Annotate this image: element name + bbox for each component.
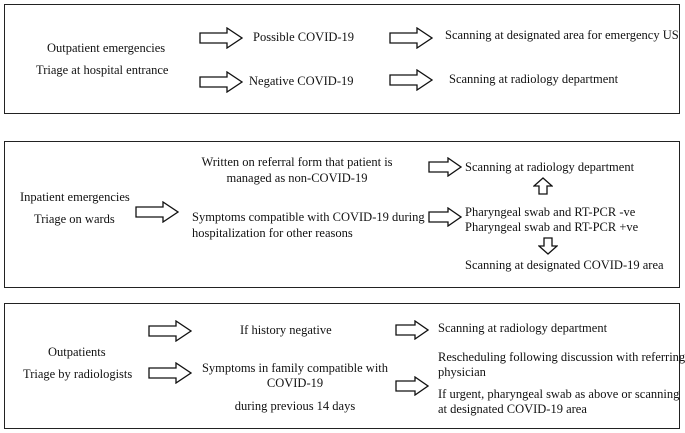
referral-form-line2: managed as non-COVID-19 [226,171,368,185]
outpatient-emergencies-panel [4,4,680,114]
triage-hospital-entrance-label: Triage at hospital entrance [36,63,169,77]
urgent-line1: If urgent, pharyngeal swab as above or s… [438,387,680,401]
symptoms-hospitalization-line2: hospitalization for other reasons [192,226,353,240]
arrow-right-icon [428,207,462,227]
arrow-up-icon [533,177,553,195]
inpatient-emergencies-panel [4,141,680,288]
arrow-right-icon [148,320,192,342]
inpatient-emergencies-label: Inpatient emergencies [20,190,130,204]
rescheduling-line1: Rescheduling following discussion with r… [438,350,685,364]
arrow-right-icon [135,201,179,223]
history-negative-label: If history negative [240,323,332,337]
triage-wards-label: Triage on wards [34,212,115,226]
scanning-radiology-label: Scanning at radiology department [465,160,635,174]
family-symptoms-line1: Symptoms in family compatible with [201,361,389,375]
arrow-right-icon [199,71,243,93]
possible-covid-label: Possible COVID-19 [253,30,355,44]
rescheduling-line2: physician [438,365,486,379]
referral-form-line1: Written on referral form that patient is [201,155,393,169]
family-symptoms-line2: COVID-19 [266,376,324,390]
scanning-covid-area-label: Scanning at designated COVID-19 area [465,258,664,272]
arrow-right-icon [148,362,192,384]
arrow-right-icon [389,27,433,49]
scanning-radiology-label: Scanning at radiology department [438,321,608,335]
outpatient-emergencies-label: Outpatient emergencies [47,41,166,55]
arrow-right-icon [428,157,462,177]
urgent-line2: at designated COVID-19 area [438,402,587,416]
arrow-right-icon [389,69,433,91]
outpatients-label: Outpatients [48,345,106,359]
outpatients-panel [4,303,680,429]
arrow-right-icon [395,320,429,340]
triage-radiologists-label: Triage by radiologists [23,367,133,381]
scanning-radiology-label: Scanning at radiology department [449,72,619,86]
arrow-right-icon [199,27,243,49]
scanning-emergency-us-label: Scanning at designated area for emergenc… [445,28,679,42]
swab-negative-label: Pharyngeal swab and RT-PCR -ve [465,205,636,219]
swab-positive-label: Pharyngeal swab and RT-PCR +ve [465,220,639,234]
negative-covid-label: Negative COVID-19 [249,74,354,88]
arrow-down-icon [538,237,558,255]
symptoms-hospitalization-line1: Symptoms compatible with COVID-19 during [192,210,425,224]
arrow-right-icon [395,376,429,396]
family-symptoms-line3: during previous 14 days [234,399,356,413]
